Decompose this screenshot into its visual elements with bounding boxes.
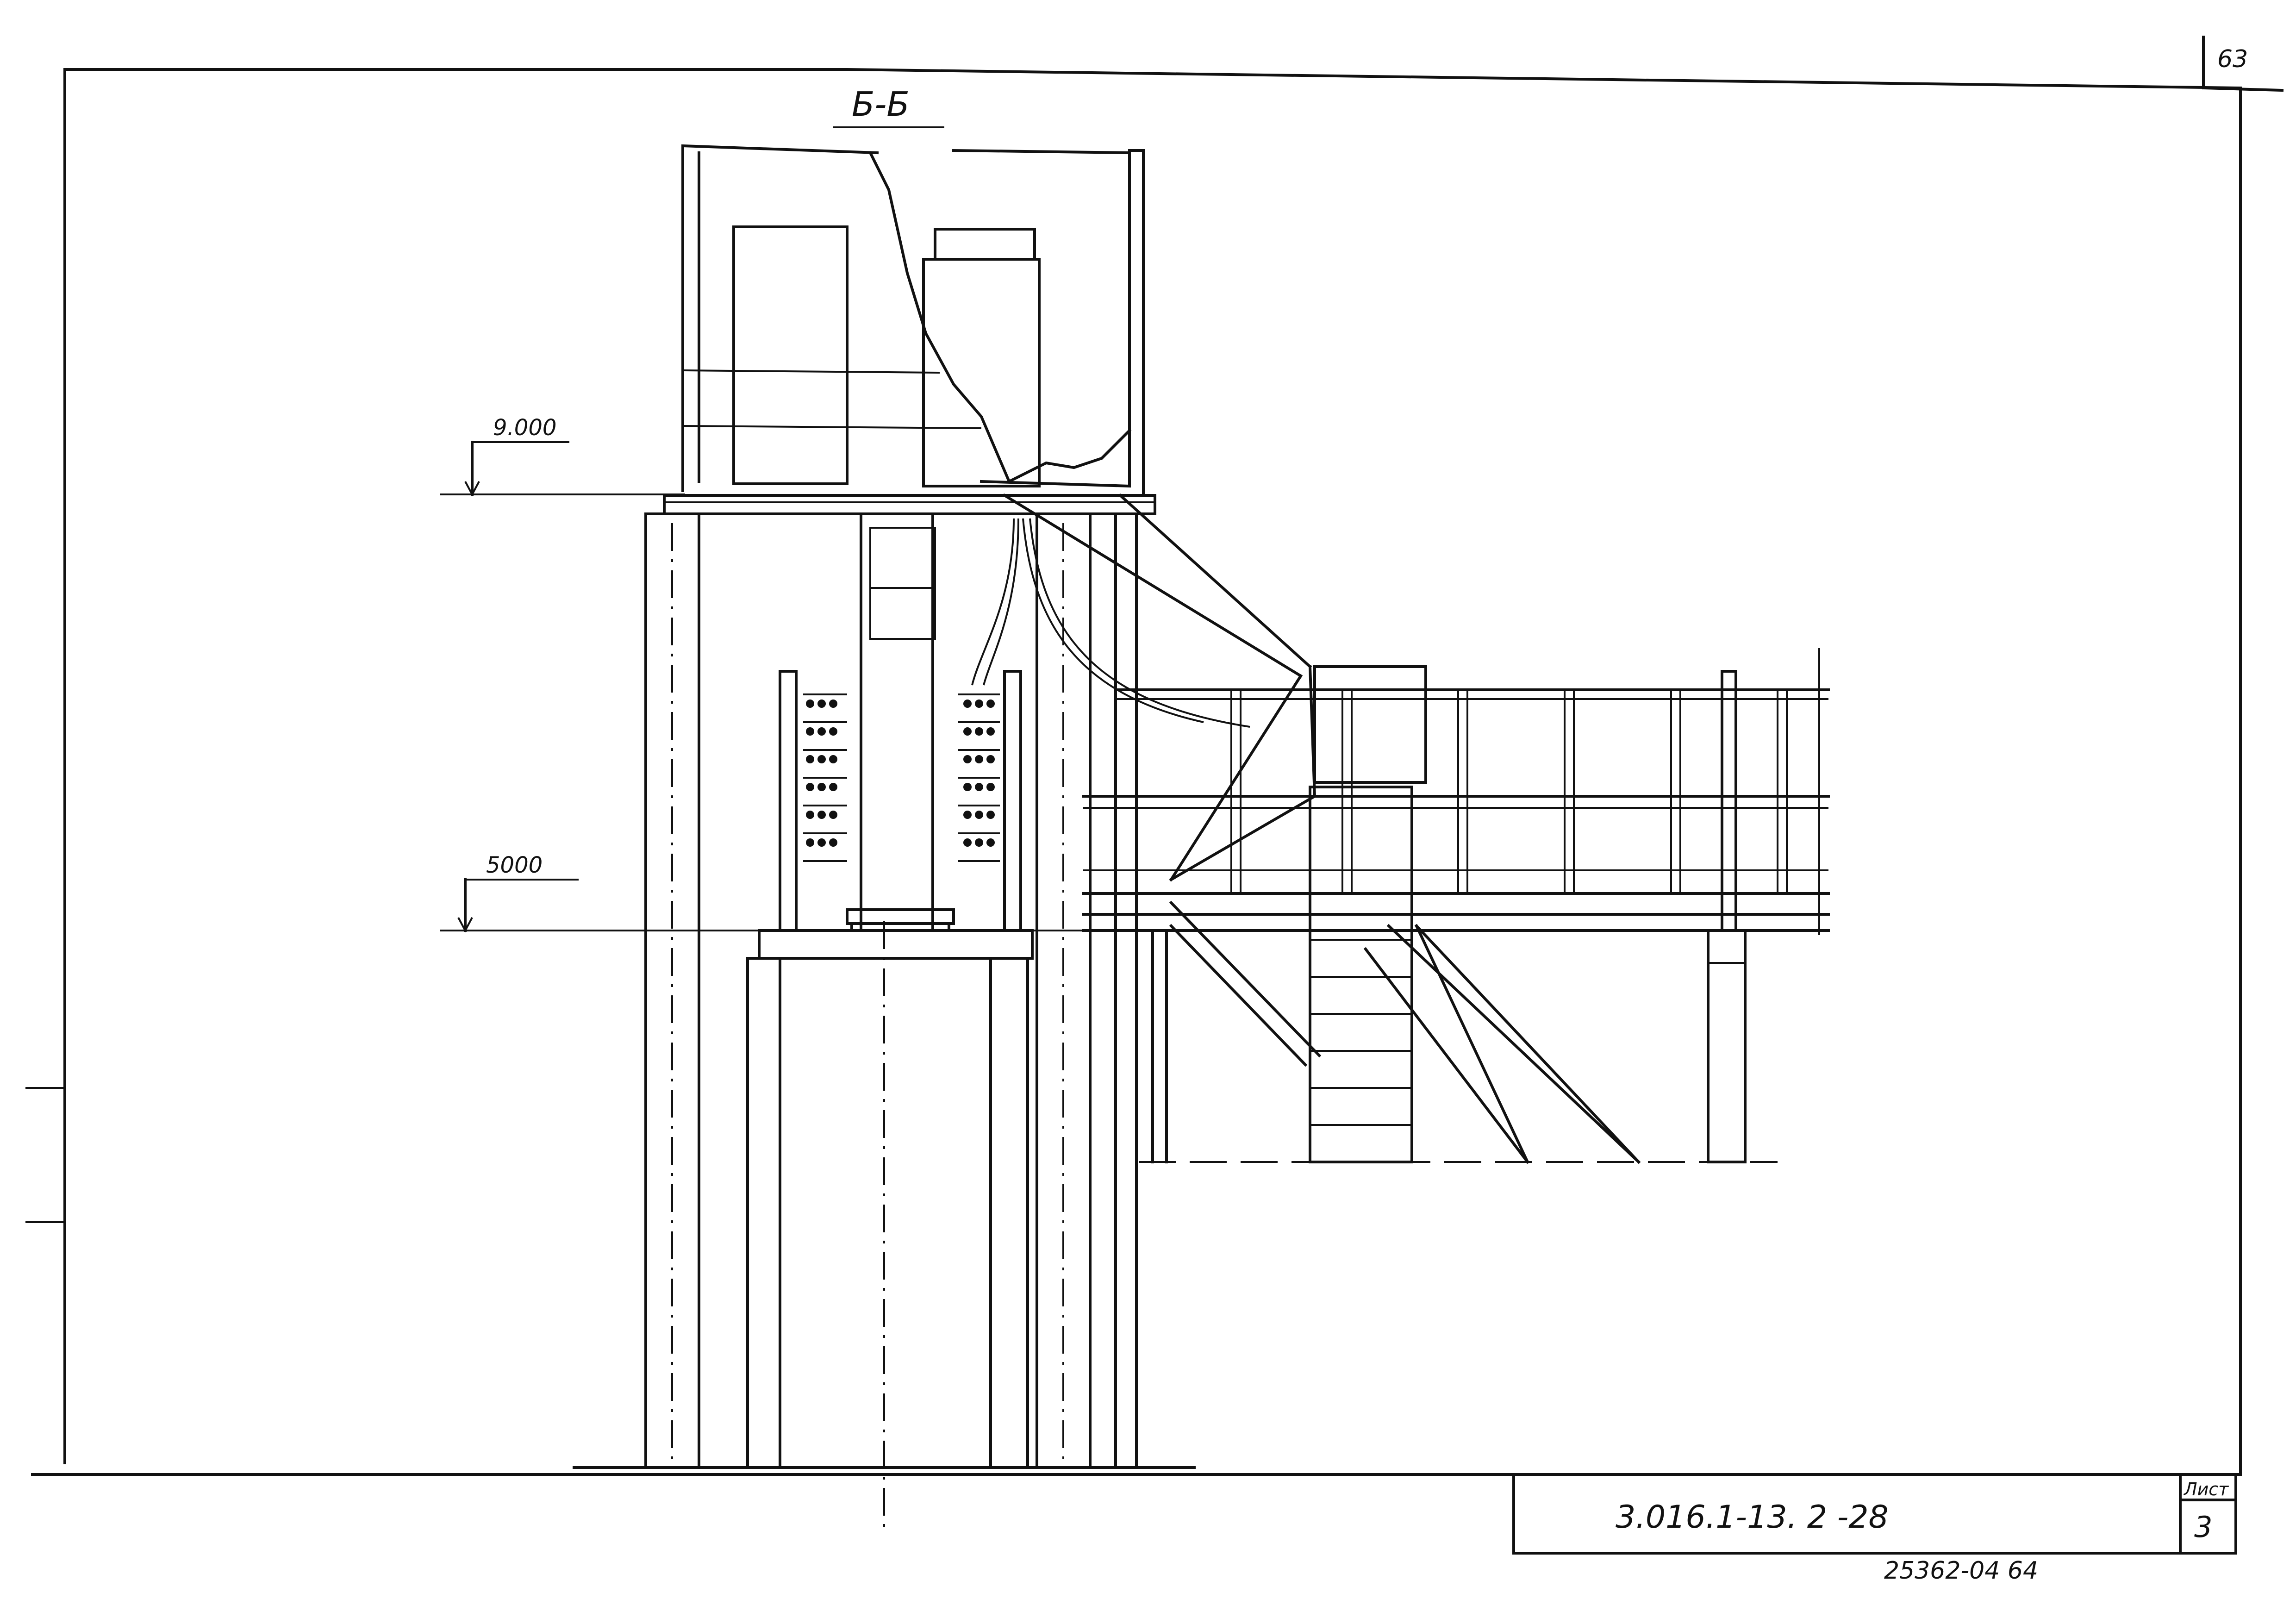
title-block-sheet-label: Лист [2183, 1479, 2229, 1499]
title-block-sheet-number: 3 [2194, 1510, 2212, 1544]
lower-structure [573, 921, 1196, 1528]
level-label-9000: 9.000 [493, 415, 556, 441]
document-code: 3.016.1-13. 2 -28 [1616, 1499, 1889, 1536]
title-block [1512, 1473, 2237, 1555]
sheet-frame [25, 36, 2284, 1476]
columns [644, 512, 1138, 1469]
cable-trestle [1082, 648, 1830, 1163]
section-title: Б-Б [852, 85, 910, 124]
cable-rack-left [779, 670, 847, 932]
stair [1002, 493, 1641, 1164]
level-label-5000: 5000 [486, 852, 543, 878]
bottom-note: 25362-04 64 [1884, 1557, 2038, 1585]
level-mark-9000 [440, 441, 685, 497]
slab-9000 [663, 494, 1156, 515]
level-mark-5000 [440, 878, 1083, 933]
upper-room [681, 144, 1145, 497]
cable-rack-right [846, 518, 1250, 932]
corner-sheet-number: 63 [2217, 45, 2248, 73]
